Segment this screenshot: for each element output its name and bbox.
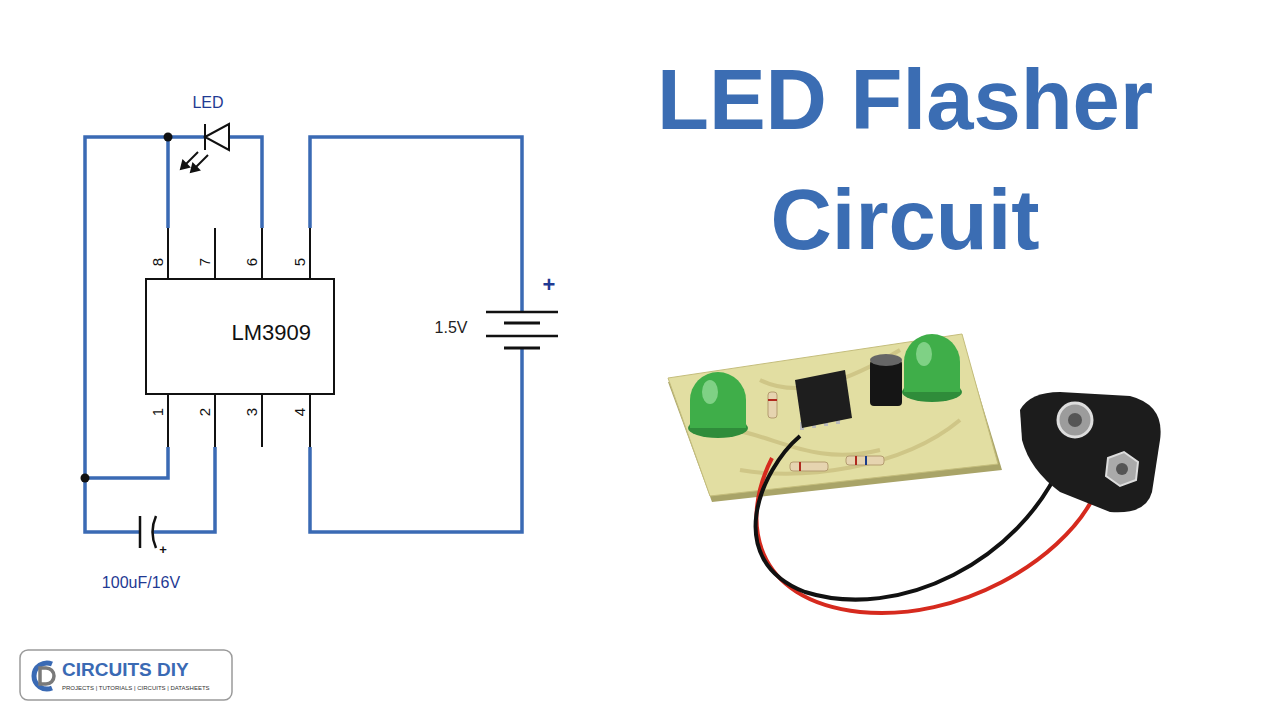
led-highlight <box>916 342 932 366</box>
pin-number: 6 <box>244 258 259 266</box>
capacitor-symbol <box>140 516 156 548</box>
wires <box>85 137 522 532</box>
pcb-board <box>668 334 998 496</box>
led-symbol <box>181 124 229 172</box>
pin-line <box>214 393 216 447</box>
resistor-band <box>768 399 777 401</box>
pin-line <box>261 228 263 280</box>
snap-terminal <box>1068 413 1082 427</box>
diode-bar <box>204 124 206 150</box>
capacitor-plate <box>139 516 142 548</box>
resistor-body <box>790 462 828 471</box>
wire <box>152 447 215 532</box>
pin-line <box>309 228 311 280</box>
capacitor-plate <box>153 516 157 548</box>
led-body <box>690 372 746 428</box>
snap-terminal <box>1106 452 1138 486</box>
diode-triangle <box>205 124 229 150</box>
logo-frame <box>20 650 232 700</box>
black-wire <box>756 436 1062 600</box>
arrow-head <box>191 164 199 172</box>
battery-symbol <box>486 312 558 348</box>
logo-text: CIRCUITS DIY <box>62 660 189 679</box>
resistor-body <box>768 392 777 418</box>
logo-tagline: PROJECTS | TUTORIALS | CIRCUITS | DATASH… <box>62 685 210 691</box>
ic-body: LM3909 <box>145 278 335 395</box>
snap-terminal <box>1116 463 1128 475</box>
pin-number: 3 <box>244 408 259 416</box>
arrow-head <box>181 161 189 169</box>
resistor-band <box>865 456 867 465</box>
wire <box>310 137 522 312</box>
led-highlight <box>702 380 718 404</box>
resistor-band <box>855 456 857 465</box>
ic-name: LM3909 <box>231 320 311 346</box>
pin-number: 5 <box>292 258 307 266</box>
pin-line <box>309 393 311 447</box>
pin-number: 2 <box>197 408 212 416</box>
snap-terminal <box>1058 403 1092 437</box>
pin-line <box>167 228 169 280</box>
red-wire <box>756 458 1092 613</box>
resistor-band <box>799 462 801 471</box>
wire <box>228 137 262 228</box>
part-label: LED <box>192 95 223 111</box>
capacitor-top <box>870 354 902 366</box>
ic-package <box>795 370 852 428</box>
voltage-label: 1.5V <box>435 320 468 336</box>
pin-number: 4 <box>292 408 307 416</box>
pin-number: 7 <box>197 258 212 266</box>
capacitor-body <box>870 360 902 406</box>
pin-number: 1 <box>150 408 165 416</box>
battery-plate <box>486 335 558 338</box>
pcb-photo <box>668 334 1161 613</box>
battery-plate <box>504 347 540 350</box>
battery-snap <box>1020 392 1161 512</box>
value-label: 100uF/16V <box>102 575 180 591</box>
junction-dot <box>81 474 90 483</box>
pin-line <box>214 228 216 280</box>
logo-icon <box>40 668 54 684</box>
polarity-mark: + <box>543 274 556 296</box>
junction-dot <box>164 133 173 142</box>
wire <box>85 447 168 478</box>
wire <box>310 348 522 532</box>
wire <box>168 137 205 228</box>
polarity-mark: + <box>159 543 167 556</box>
pin-line <box>261 393 263 447</box>
battery-plate <box>504 322 540 325</box>
pin-number: 8 <box>150 258 165 266</box>
title: LED Flasher Circuit <box>615 40 1195 280</box>
resistor-bands <box>768 400 866 471</box>
pin-line <box>167 393 169 447</box>
led-body <box>904 334 960 392</box>
resistor-body <box>846 456 884 465</box>
battery-plate <box>486 311 558 314</box>
